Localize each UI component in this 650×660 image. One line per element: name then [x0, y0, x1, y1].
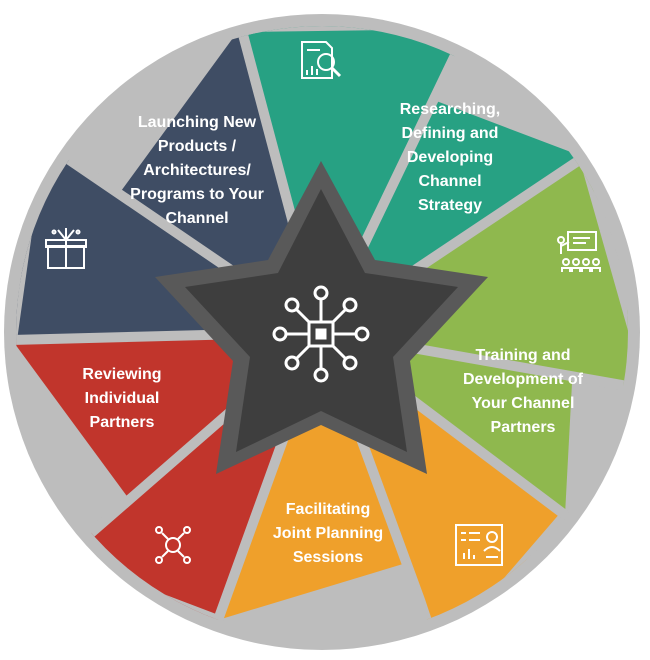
presentation-board-icon	[557, 231, 601, 272]
partner-network-icon	[155, 526, 191, 564]
gift-box-icon	[45, 228, 87, 269]
planning-chart-icon	[455, 524, 503, 566]
label-planning: Facilitating Joint Planning Sessions	[272, 501, 384, 566]
label-launching: Launching New Products / Architectures/ …	[130, 114, 264, 227]
label-reviewing: Reviewing Individual Partners	[82, 366, 162, 431]
network-hub-icon	[272, 285, 370, 383]
label-research: Researching, Defining and Developing Cha…	[399, 101, 501, 214]
label-training: Training and Development of Your Channel…	[462, 347, 583, 436]
research-report-icon	[301, 41, 342, 79]
